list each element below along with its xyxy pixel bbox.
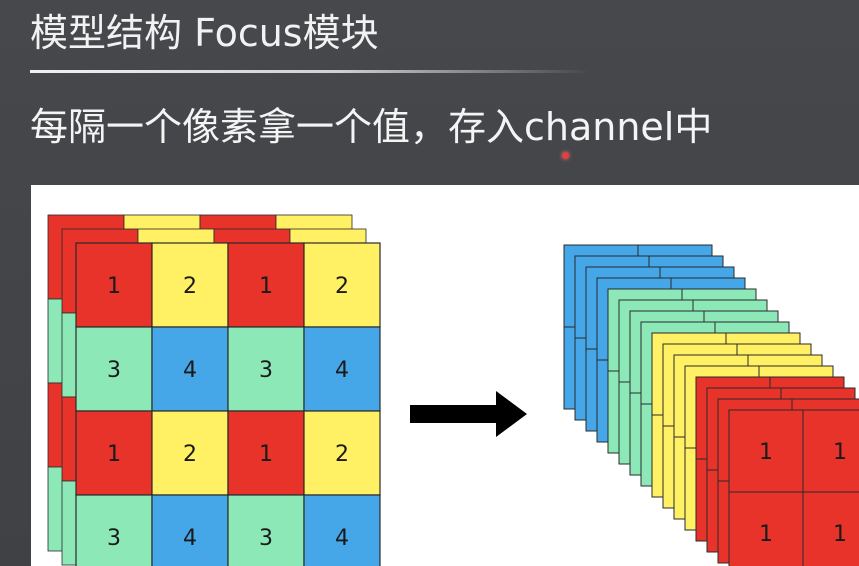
- input-cell: [75, 494, 153, 566]
- output-cell: [728, 409, 804, 493]
- input-cell-label: 4: [183, 526, 197, 551]
- input-feature-map: 1 2 1 2 3 4 3 4 1 2 1 2 3 4 3 4: [47, 214, 381, 566]
- title-underline: [30, 70, 590, 73]
- output-cell-label: 1: [833, 522, 847, 547]
- input-cell-label: 3: [107, 526, 121, 551]
- input-cell-label: 1: [259, 442, 273, 467]
- output-cell: [802, 491, 859, 566]
- output-channel-stack: 1 1 1 1: [563, 244, 859, 566]
- arrow-shaft: [410, 405, 498, 423]
- input-cell-label: 2: [335, 274, 349, 299]
- input-layer-front: 1 2 1 2 3 4 3 4 1 2 1 2 3 4 3 4: [75, 242, 381, 566]
- input-cell: [227, 410, 305, 496]
- input-cell-label: 4: [335, 358, 349, 383]
- output-cell-label: 1: [759, 522, 773, 547]
- output-cell: [802, 409, 859, 493]
- output-channel-front: 1 1 1 1: [728, 409, 859, 566]
- input-cell-label: 2: [335, 442, 349, 467]
- input-cell-label: 4: [183, 358, 197, 383]
- input-cell-label: 1: [107, 442, 121, 467]
- input-cell-label: 1: [107, 274, 121, 299]
- input-cell-label: 3: [259, 526, 273, 551]
- input-cell-label: 2: [183, 274, 197, 299]
- output-cell-label: 1: [759, 440, 773, 465]
- input-cell: [151, 410, 229, 496]
- input-cell: [227, 494, 305, 566]
- laser-pointer-dot: [562, 152, 569, 159]
- arrow-head: [496, 391, 527, 437]
- input-cell-label: 1: [259, 274, 273, 299]
- slide-subtitle: 每隔一个像素拿一个值，存入channel中: [30, 105, 713, 149]
- input-cell-label: 4: [335, 526, 349, 551]
- input-cell: [151, 494, 229, 566]
- focus-diagram-panel: 1 2 1 2 3 4 3 4 1 2 1 2 3 4 3 4 1 1 1 1: [31, 185, 859, 566]
- input-cell: [303, 242, 381, 328]
- input-cell: [303, 494, 381, 566]
- transform-arrow: [410, 391, 527, 437]
- slide-title: 模型结构 Focus模块: [30, 11, 379, 55]
- output-cell-label: 1: [833, 440, 847, 465]
- input-cell: [303, 410, 381, 496]
- focus-diagram: 1 2 1 2 3 4 3 4 1 2 1 2 3 4 3 4 1 1 1 1: [47, 214, 859, 566]
- input-cell-label: 3: [107, 358, 121, 383]
- input-cell: [75, 326, 153, 412]
- input-cell: [227, 326, 305, 412]
- input-cell-label: 3: [259, 358, 273, 383]
- input-cell: [151, 326, 229, 412]
- input-cell: [303, 326, 381, 412]
- input-cell-label: 2: [183, 442, 197, 467]
